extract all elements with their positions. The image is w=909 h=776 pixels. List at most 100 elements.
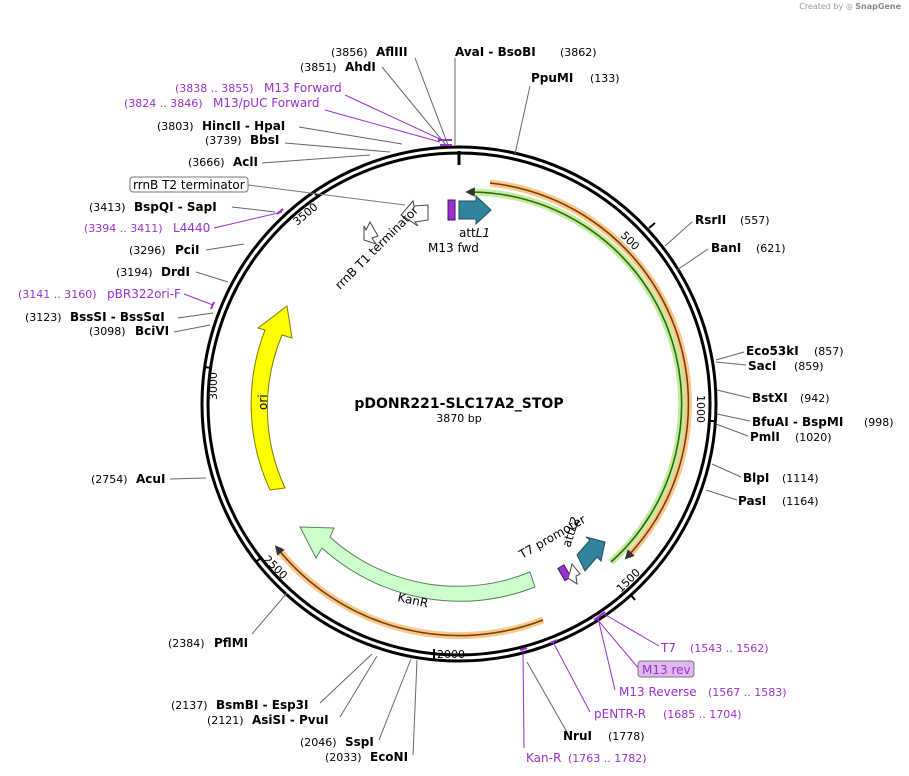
enzyme-pos-bssSI: (3123) bbox=[25, 311, 62, 324]
m13fwd-marker bbox=[447, 199, 456, 221]
enzyme-pos-bfuAI: (998) bbox=[864, 416, 894, 429]
leader-bspQI bbox=[231, 206, 276, 213]
primer-mark-kanr bbox=[519, 647, 528, 651]
attl1-arrow-icon bbox=[458, 194, 492, 226]
primer-range-m13fwd: (3838 .. 3855) bbox=[175, 82, 254, 95]
attl1-label-prefix: att bbox=[459, 226, 476, 240]
leader-pbr322-prim bbox=[183, 293, 214, 306]
enzyme-pos-drdI: (3194) bbox=[116, 266, 153, 279]
primer-name-pbr322: pBR322ori-F bbox=[107, 287, 181, 301]
attl2-label-suffix: L2 bbox=[565, 515, 583, 533]
credit-prefix: Created by bbox=[799, 2, 844, 11]
leader-pciI bbox=[205, 243, 245, 251]
enzyme-name-rsrII: RsrII bbox=[695, 213, 726, 227]
rrnb-t2-leader bbox=[247, 184, 406, 206]
leader-lines bbox=[169, 57, 751, 756]
enzyme-pos-bsmBI: (2137) bbox=[171, 699, 208, 712]
enzyme-pos-nruI: (1778) bbox=[608, 730, 645, 743]
kanr-label: KanR bbox=[396, 590, 429, 610]
enzyme-name-blpI: BlpI bbox=[743, 471, 769, 485]
leader-pasI bbox=[705, 489, 738, 501]
enzyme-name-ahdI: AhdI bbox=[345, 60, 376, 74]
tick-label-1000: 1000 bbox=[694, 395, 707, 423]
tick-mark-3000 bbox=[203, 366, 213, 369]
enzyme-pos-ppuMI: (133) bbox=[590, 72, 620, 85]
leader-m13fwd-prim bbox=[344, 94, 443, 141]
leader-blpI bbox=[711, 463, 742, 478]
enzyme-name-bspQI: BspQI - SapI bbox=[134, 200, 217, 214]
primer-name-kanr: Kan-R bbox=[526, 751, 561, 765]
leader-sspI bbox=[378, 658, 412, 741]
primer-name-l4440: L4440 bbox=[173, 221, 210, 235]
leader-pflMI bbox=[251, 592, 288, 635]
leader-eco53kI bbox=[715, 351, 745, 361]
leader-ppuMI bbox=[514, 85, 531, 155]
enzyme-pos-bstXI: (942) bbox=[800, 392, 830, 405]
primer-name-m13puc: M13/pUC Forward bbox=[213, 96, 320, 110]
enzyme-pos-asiSI: (2121) bbox=[207, 714, 244, 727]
leader-bfuAI bbox=[716, 413, 751, 422]
tick-mark-500 bbox=[648, 222, 656, 229]
enzyme-pos-aflIII: (3856) bbox=[331, 46, 368, 59]
primer-range-m13reverse: (1567 .. 1583) bbox=[708, 686, 787, 699]
snapgene-credit: Created by ◎ SnapGene bbox=[799, 2, 901, 11]
snapgene-logo-icon: ◎ bbox=[845, 2, 853, 11]
enzyme-name-bciVI: BciVI bbox=[135, 324, 169, 338]
enzyme-name-aclI: AclI bbox=[233, 155, 258, 169]
enzyme-name-acuI: AcuI bbox=[136, 472, 165, 486]
attl2-label: attL2 bbox=[560, 515, 583, 549]
leader-nruI bbox=[526, 661, 569, 735]
enzyme-name-eco53kI: Eco53kI bbox=[746, 344, 799, 358]
enzyme-name-pciI: PciI bbox=[175, 243, 200, 257]
green-arc-right bbox=[465, 187, 683, 563]
leader-m13rev-prim bbox=[595, 617, 641, 671]
leader-bciVI bbox=[173, 324, 211, 333]
leader-pentr-prim bbox=[552, 641, 591, 713]
enzyme-name-bssSI: BssSI - BssSαI bbox=[70, 310, 165, 324]
enzyme-name-nruI: NruI bbox=[563, 729, 592, 743]
enzyme-name-aflIII: AflIII bbox=[376, 45, 408, 59]
enzyme-name-sacI: SacI bbox=[748, 359, 776, 373]
enzyme-pos-bbsI: (3739) bbox=[205, 134, 242, 147]
t7-promoter-marker bbox=[557, 564, 572, 582]
enzyme-name-sspI: SspI bbox=[345, 735, 374, 749]
enzyme-pos-pasI: (1164) bbox=[782, 495, 819, 508]
primer-mark-pbr322 bbox=[210, 301, 215, 310]
leader-asiSI bbox=[339, 655, 378, 718]
enzyme-pos-rsrII: (557) bbox=[740, 214, 770, 227]
tick-mark-2500 bbox=[256, 556, 263, 562]
primer-mark-pentr bbox=[549, 639, 558, 644]
enzyme-pos-aclI: (3666) bbox=[188, 156, 225, 169]
enzyme-pos-eco53kI: (857) bbox=[814, 345, 844, 358]
enzyme-pos-bspQI: (3413) bbox=[89, 201, 126, 214]
primer-range-t7: (1543 .. 1562) bbox=[690, 642, 769, 655]
primer-marks bbox=[210, 139, 606, 651]
primer-range-kanr: (1763 .. 1782) bbox=[568, 752, 647, 765]
enzyme-pos-sspI: (2046) bbox=[300, 736, 337, 749]
enzyme-pos-avaI: (3862) bbox=[560, 46, 597, 59]
enzyme-name-pflMI: PflMI bbox=[214, 636, 248, 650]
primer-name-t7: T7 bbox=[660, 641, 676, 655]
plasmid-length: 3870 bp bbox=[436, 412, 481, 425]
enzyme-name-avaI: AvaI - BsoBI bbox=[455, 45, 536, 59]
leader-ahdI bbox=[381, 66, 447, 146]
enzyme-name-bstXI: BstXI bbox=[752, 391, 788, 405]
leader-bbsI bbox=[284, 142, 391, 153]
leader-m13puc-prim bbox=[324, 109, 441, 143]
tick-label-3000: 3000 bbox=[207, 372, 220, 400]
credit-brand: SnapGene bbox=[855, 2, 901, 11]
enzyme-pos-bciVI: (3098) bbox=[89, 325, 126, 338]
primer-range-pbr322: (3141 .. 3160) bbox=[18, 288, 97, 301]
primer-name-m13rev: M13 rev bbox=[642, 663, 691, 677]
ori-label: ori bbox=[256, 394, 270, 410]
attl1-label-suffix: L1 bbox=[476, 226, 490, 240]
plasmid-name: pDONR221-SLC17A2_STOP bbox=[354, 396, 563, 412]
leader-bssSI bbox=[177, 312, 214, 319]
enzyme-pos-acuI: (2754) bbox=[91, 473, 128, 486]
tick-mark-3500 bbox=[313, 191, 319, 198]
primer-name-m13fwd: M13 Forward bbox=[264, 81, 342, 95]
primer-range-l4440: (3394 .. 3411) bbox=[84, 222, 163, 235]
primer-name-pentr: pENTR-R bbox=[594, 707, 646, 721]
kanr-feature bbox=[299, 526, 536, 602]
